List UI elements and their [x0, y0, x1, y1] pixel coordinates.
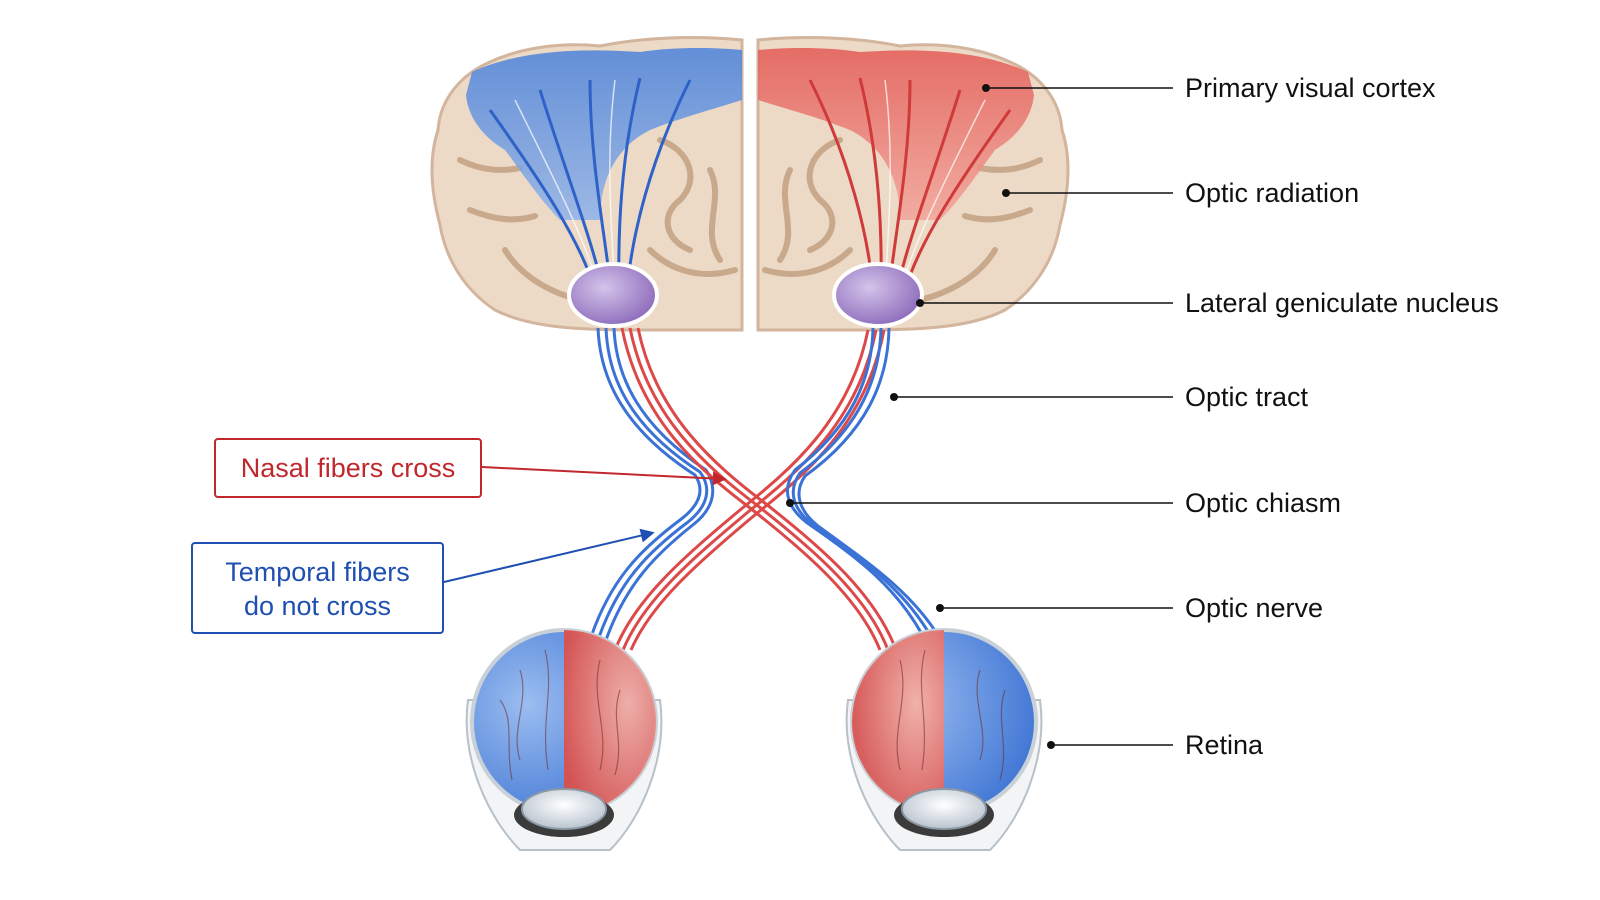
label-lateral-geniculate-nucleus: Lateral geniculate nucleus [1185, 288, 1499, 318]
lgn-left [567, 262, 659, 328]
label-retina: Retina [1185, 730, 1264, 760]
temporal-fibers-right [786, 327, 943, 641]
nasal-fibers-right-eye [620, 327, 898, 651]
temporal-callout-arrow [443, 528, 655, 583]
temporal-callout-line-2: do not cross [243, 591, 392, 621]
left-eye [465, 628, 663, 851]
label-optic-chiasm: Optic chiasm [1185, 488, 1342, 518]
lgn-right [832, 262, 924, 328]
right-eye [845, 628, 1043, 851]
temporal-fibers-left [588, 327, 715, 641]
label-optic-nerve: Optic nerve [1185, 593, 1324, 623]
temporal-fibers-callout: Temporal fibers do not cross [191, 542, 444, 634]
nasal-fibers-callout: Nasal fibers cross [214, 438, 482, 498]
label-primary-visual-cortex: Primary visual cortex [1185, 73, 1436, 103]
nasal-callout-text: Nasal fibers cross [240, 453, 456, 483]
temporal-callout-line-1: Temporal fibers [225, 557, 410, 587]
label-optic-tract: Optic tract [1185, 382, 1309, 412]
nasal-callout-arrow [481, 466, 727, 486]
label-optic-radiation: Optic radiation [1185, 178, 1360, 208]
leader-lines [786, 84, 1173, 749]
